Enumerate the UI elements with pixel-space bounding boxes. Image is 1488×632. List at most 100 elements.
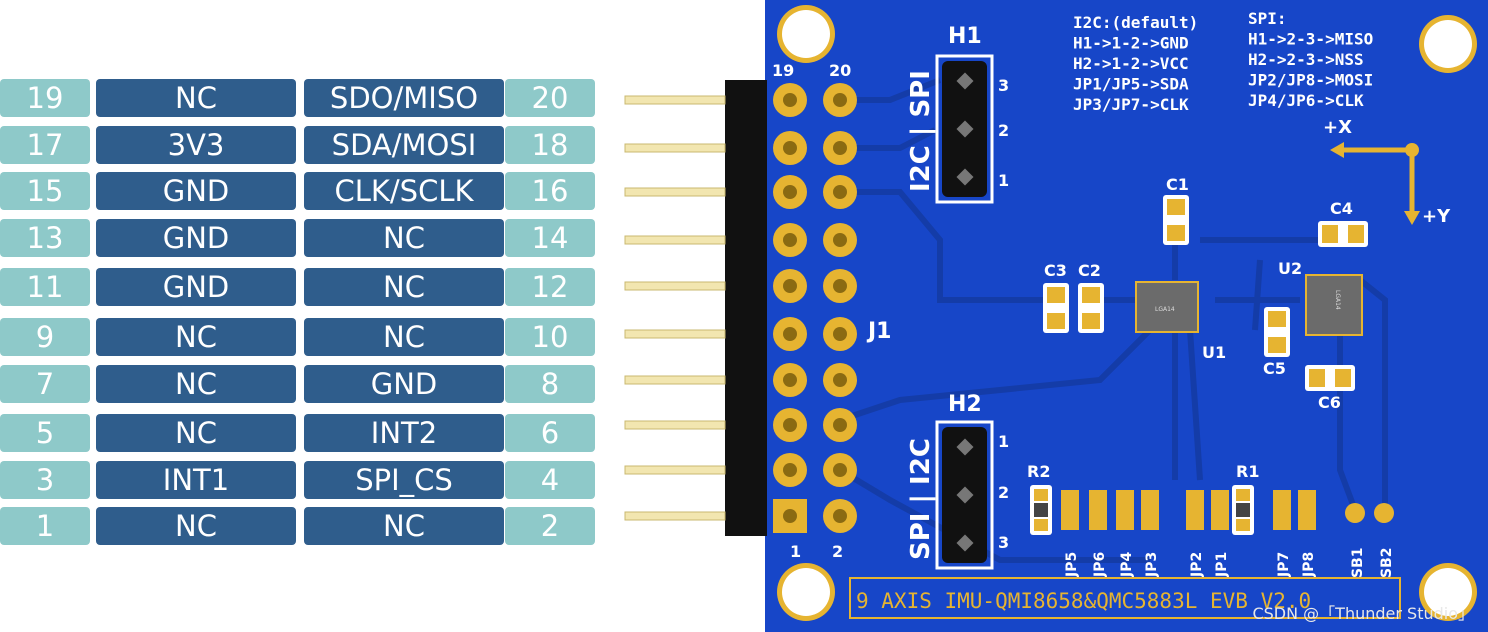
header-pad-hole — [783, 93, 797, 107]
left-pin-signal: NC — [96, 414, 296, 452]
left-pin-signal: 3V3 — [96, 126, 296, 164]
left-pin-signal: NC — [96, 507, 296, 545]
solder-jumper-label: JP7 — [1276, 552, 1292, 578]
solder-jumper-label: JP2 — [1189, 552, 1205, 578]
solder-jumper-pad — [1211, 490, 1229, 530]
notes-spi-line: H2->2-3->NSS — [1248, 50, 1364, 69]
resistor-r2: R2 — [1027, 462, 1052, 535]
left-pin-signal: INT1 — [96, 461, 296, 499]
right-pin-number: 16 — [505, 172, 595, 210]
h2-pin-2: 2 — [998, 483, 1009, 502]
header-pad-hole — [783, 185, 797, 199]
spi-notes: SPI:H1->2-3->MISOH2->2-3->NSSJP2/JP8->MO… — [1248, 9, 1373, 110]
header-pad-hole — [833, 509, 847, 523]
header-pad-hole — [833, 185, 847, 199]
h2-pin-3: 3 — [998, 533, 1009, 552]
left-pin-number: 13 — [0, 219, 90, 257]
h1-label: H1 — [948, 24, 982, 49]
left-pin-number: 5 — [0, 414, 90, 452]
right-pin-signal: GND — [304, 365, 504, 403]
left-pin-number: 3 — [0, 461, 90, 499]
solder-jumper-pad — [1273, 490, 1291, 530]
board-title: 9 AXIS IMU-QMI8658&QMC5883L EVB V2.0 — [856, 589, 1311, 613]
capacitor-c3: C3 — [1043, 261, 1069, 333]
solder-jumper-label: JP4 — [1119, 552, 1135, 578]
header-pad-hole — [833, 418, 847, 432]
right-pin-signal: SDA/MOSI — [304, 126, 504, 164]
right-pin-number: 18 — [505, 126, 595, 164]
title-frame — [849, 577, 1401, 619]
svg-text:LGA14: LGA14 — [1334, 290, 1341, 310]
header-pad-hole — [833, 327, 847, 341]
solder-bridges: SB1 SB2 — [1345, 503, 1395, 578]
sb1-label: SB1 — [1350, 548, 1366, 579]
axis-x-label: +X — [1323, 117, 1352, 138]
h2-side-label: SPI | I2C — [906, 438, 936, 560]
left-pin-number: 1 — [0, 507, 90, 545]
h1-outline — [935, 54, 994, 204]
left-pin-number: 9 — [0, 318, 90, 356]
axis-y-label: +Y — [1422, 206, 1451, 227]
header-pad-hole — [833, 93, 847, 107]
notes-i2c-line: JP1/JP5->SDA — [1073, 75, 1189, 94]
solder-jumper-label: JP3 — [1144, 552, 1160, 578]
sb2-label: SB2 — [1379, 548, 1395, 579]
h1-pin-1: 1 — [998, 171, 1009, 190]
svg-text:C1: C1 — [1166, 175, 1189, 194]
header-pad-hole — [783, 373, 797, 387]
header-pad-hole — [783, 418, 797, 432]
left-pin-signal: GND — [96, 268, 296, 306]
left-pin-signal: NC — [96, 318, 296, 356]
notes-i2c-line: H2->1-2->VCC — [1073, 54, 1189, 73]
h2-pin-1: 1 — [998, 432, 1009, 451]
pin-label-1: 1 — [790, 542, 801, 561]
h1-pin-3: 3 — [998, 76, 1009, 95]
header-pin — [624, 95, 726, 105]
j1-header-pins — [624, 83, 857, 533]
header-pad-hole — [833, 233, 847, 247]
left-pin-number: 17 — [0, 126, 90, 164]
mounting-holes — [777, 5, 1477, 621]
header-pin — [624, 143, 726, 153]
left-pin-number: 15 — [0, 172, 90, 210]
right-pin-signal: NC — [304, 219, 504, 257]
capacitor-c2: C2 — [1078, 261, 1104, 333]
svg-text:U1: U1 — [1202, 343, 1226, 362]
solder-jumper-pad — [1141, 490, 1159, 530]
header-pin — [624, 465, 726, 475]
svg-text:C5: C5 — [1263, 359, 1286, 378]
pin-label-20: 20 — [829, 61, 851, 80]
right-pin-number: 10 — [505, 318, 595, 356]
header-pin — [624, 329, 726, 339]
header-pad-hole — [783, 141, 797, 155]
pin-label-2: 2 — [832, 542, 843, 561]
svg-text:U2: U2 — [1278, 259, 1302, 278]
svg-text:C6: C6 — [1318, 393, 1341, 412]
right-pin-number: 12 — [505, 268, 595, 306]
solder-jumper-pad — [1089, 490, 1107, 530]
solder-jumper-pad — [1186, 490, 1204, 530]
header-pin — [624, 511, 726, 521]
right-pin-number: 8 — [505, 365, 595, 403]
j1-header-body — [725, 80, 767, 536]
h2-outline — [935, 420, 994, 570]
header-pad-hole — [833, 279, 847, 293]
capacitor-c5: C5 — [1263, 307, 1290, 378]
right-pin-number: 14 — [505, 219, 595, 257]
right-pin-signal: SDO/MISO — [304, 79, 504, 117]
right-pin-signal: CLK/SCLK — [304, 172, 504, 210]
header-pin — [624, 420, 726, 430]
svg-text:R1: R1 — [1236, 462, 1259, 481]
solder-jumper-label: JP1 — [1214, 552, 1230, 578]
svg-text:LGA14: LGA14 — [1155, 306, 1175, 313]
h1-side-label: I2C | SPI — [906, 70, 936, 192]
header-pin — [624, 235, 726, 245]
right-pin-signal: INT2 — [304, 414, 504, 452]
header-pad-hole — [833, 141, 847, 155]
right-pin-signal: SPI_CS — [304, 461, 504, 499]
solder-jumper-pad — [1298, 490, 1316, 530]
left-pin-number: 7 — [0, 365, 90, 403]
right-pin-number: 20 — [505, 79, 595, 117]
header-pin — [624, 187, 726, 197]
